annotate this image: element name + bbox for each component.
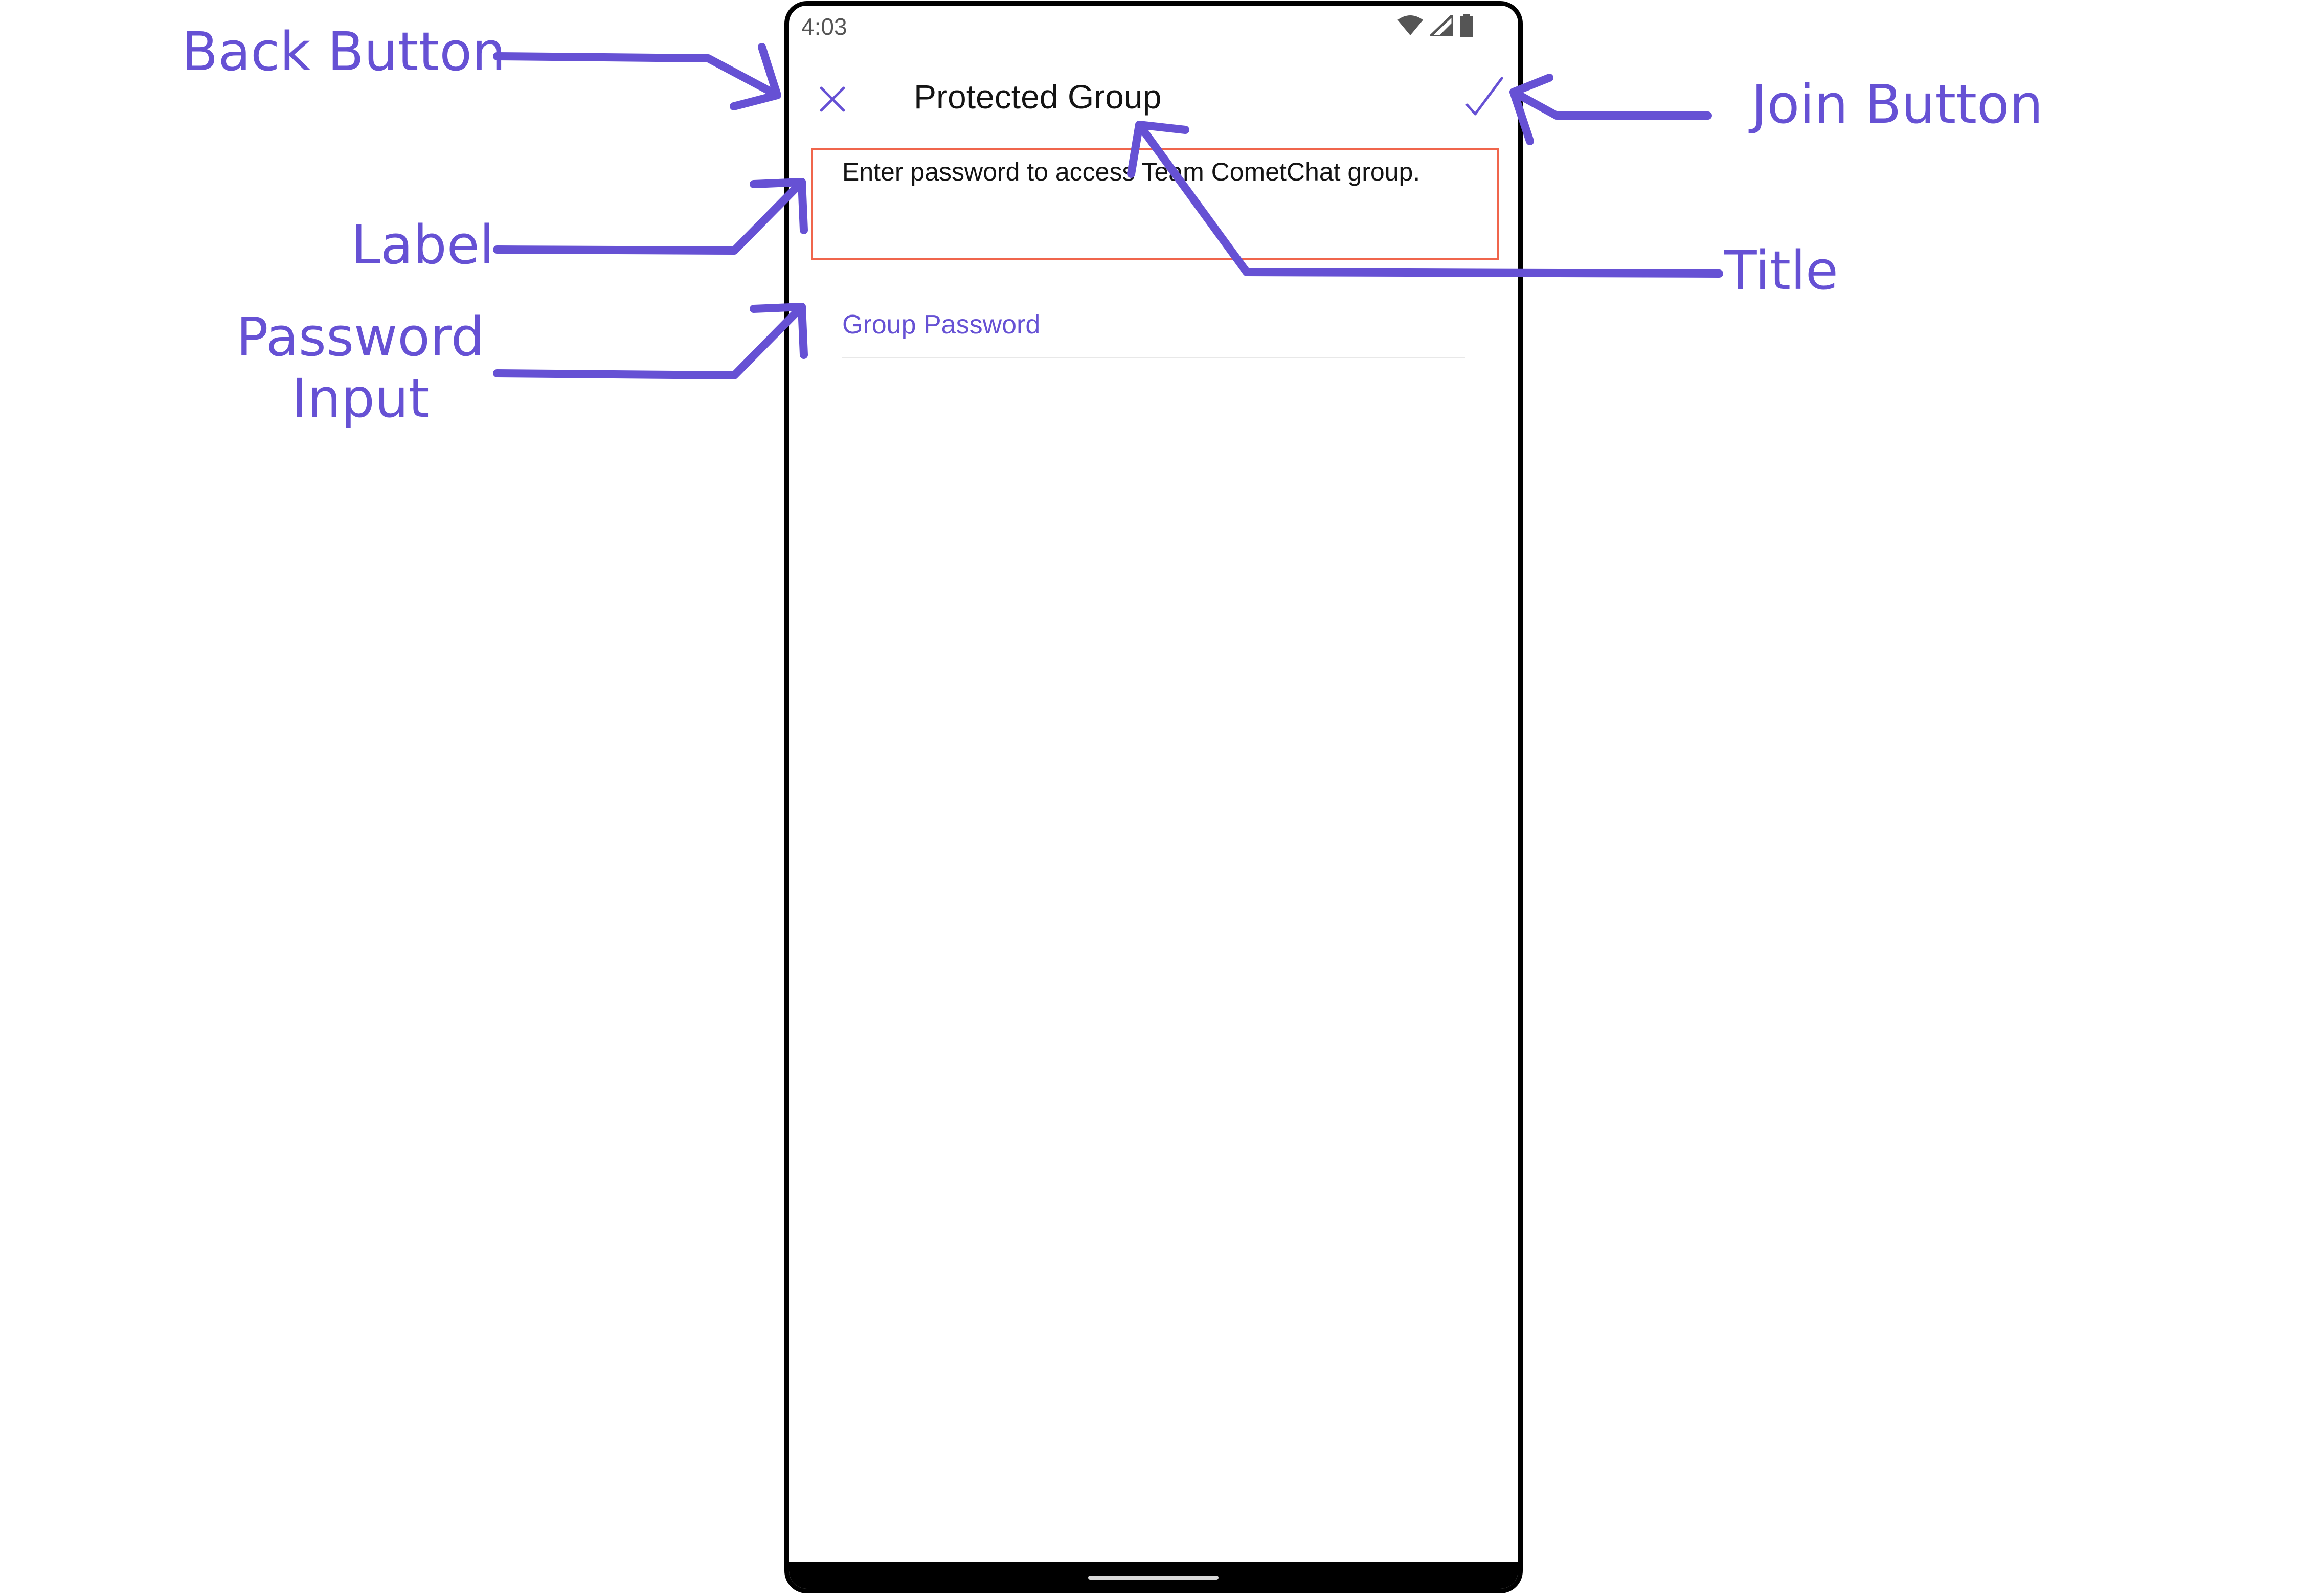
signal-icon: [1430, 15, 1453, 36]
close-icon: [820, 86, 845, 112]
status-icons: [1397, 14, 1473, 37]
page-title: Protected Group: [914, 78, 1162, 116]
annotation-password-line2: Input: [291, 367, 430, 430]
arrow-join-button: [1509, 88, 1712, 120]
arrow-back-button: [493, 52, 781, 99]
annotation-join-button: Join Button: [1751, 73, 2043, 136]
battery-icon: [1460, 14, 1473, 37]
annotation-password-line1: Password: [236, 306, 485, 368]
join-button[interactable]: [1463, 74, 1506, 120]
password-input[interactable]: [842, 292, 1465, 358]
password-label: Enter password to access Team CometChat …: [842, 158, 1420, 186]
back-button[interactable]: [817, 83, 848, 115]
arrow-label: [493, 178, 806, 255]
navigation-bar: [789, 1562, 1518, 1589]
annotation-password-input: Password Input: [236, 306, 485, 430]
annotation-title: Title: [1724, 239, 1838, 302]
home-handle[interactable]: [1088, 1576, 1219, 1580]
wifi-icon: [1397, 15, 1423, 35]
annotation-back-button: Back Button: [182, 20, 506, 83]
phone-frame: 4:03 Protected Group Enter password to a…: [784, 1, 1523, 1593]
annotation-label: Label: [351, 214, 494, 276]
status-time: 4:03: [801, 13, 847, 40]
check-icon: [1465, 77, 1503, 116]
arrowhead-back-button: [730, 43, 781, 110]
arrow-password-input: [493, 303, 806, 379]
